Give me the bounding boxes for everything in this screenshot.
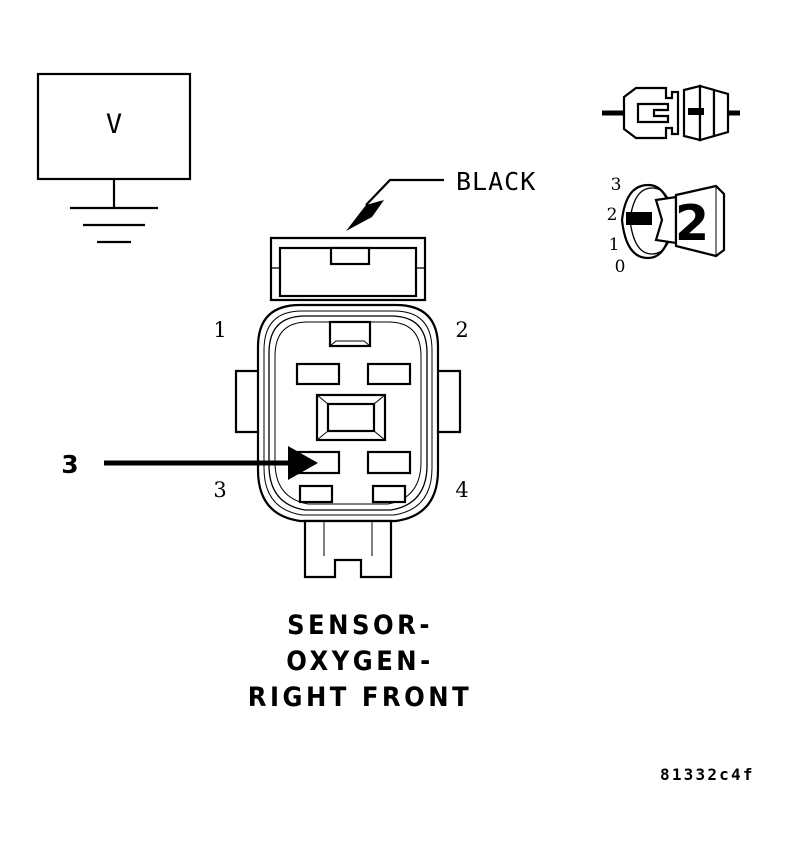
latch-tab	[329, 246, 371, 266]
grommet-scale-0: 0	[615, 257, 626, 277]
slot-right	[371, 484, 407, 504]
terminal-latch-slot	[636, 102, 670, 124]
connector-body-outline-4	[274, 321, 422, 505]
terminal-seal-ring-3	[712, 88, 730, 138]
pin-label-4: 4	[455, 478, 468, 502]
bottom-tab	[303, 519, 393, 579]
black-arrowhead	[346, 200, 384, 231]
figure-code: 81332c4f	[660, 765, 755, 784]
slot-left	[298, 484, 334, 504]
grommet-size-label: 2	[675, 195, 709, 252]
grommet-scale-2: 2	[607, 205, 618, 225]
caption-line-1: SENSOR-	[287, 610, 433, 641]
pin-label-1: 1	[213, 318, 226, 342]
voltmeter-symbol: V	[106, 109, 122, 140]
grommet-scale-1: 1	[609, 235, 620, 255]
connector-body-outline-2	[263, 310, 433, 516]
keyway-top-bevel	[329, 340, 371, 347]
cavity-4	[366, 450, 412, 475]
cavity-callout-label: 3	[61, 450, 78, 479]
grommet-scale-3: 3	[611, 175, 622, 195]
grommet-wire-mark	[626, 212, 652, 225]
center-cavity-bevels	[316, 394, 386, 441]
cavity-2	[366, 362, 412, 386]
center-cavity-inner	[326, 402, 376, 433]
diagram-caption: SENSOR- OXYGEN- RIGHT FRONT	[0, 608, 720, 716]
black-wire-label: BLACK	[456, 167, 536, 196]
cavity-1	[295, 362, 341, 386]
pin-label-2: 2	[455, 318, 468, 342]
black-leader-line	[365, 178, 444, 206]
callout-arrowhead	[288, 446, 318, 480]
caption-line-3: RIGHT FRONT	[247, 682, 473, 713]
keyway-top	[328, 320, 372, 348]
voltmeter-body	[36, 72, 192, 181]
grommet-notch	[654, 195, 678, 245]
pin-label-3: 3	[213, 478, 226, 502]
bottom-tab-ribs	[323, 521, 373, 556]
connector-body-outline-3	[268, 315, 428, 511]
caption-line-2: OXYGEN-	[286, 646, 434, 677]
terminal-keyslot	[688, 108, 704, 115]
